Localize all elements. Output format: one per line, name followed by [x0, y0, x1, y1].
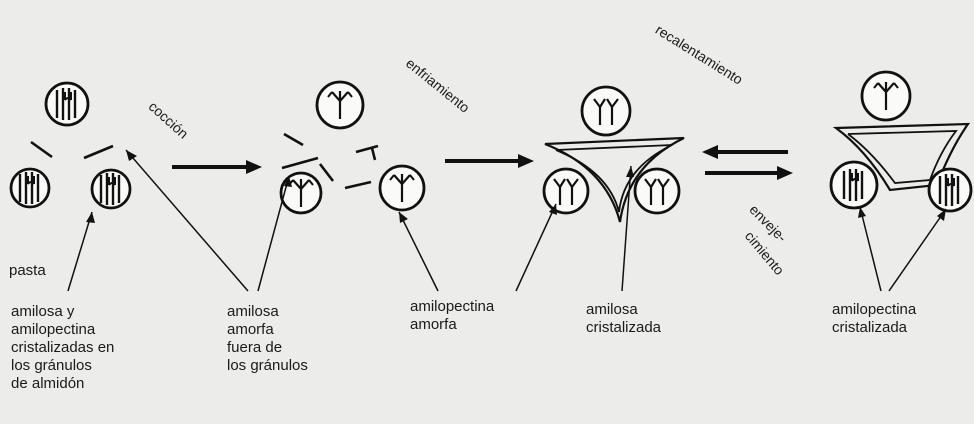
arrow-coccion — [172, 160, 262, 174]
granule-top — [46, 83, 88, 125]
amylose-strand — [284, 134, 303, 145]
granule-left — [11, 169, 49, 207]
granule-swollen-right — [380, 166, 424, 210]
stage-retrograded — [831, 72, 971, 211]
label-amilosa-amorfa: amilosa amorfa fuera de los gránulos — [227, 303, 308, 375]
granule-aged-top — [862, 72, 910, 120]
label-amilosa-amilopectina-cristalizadas: amilosa y amilopectina cristalizadas en … — [11, 303, 114, 393]
granule-cooled-left — [544, 169, 588, 213]
pointer-line — [126, 150, 248, 291]
pointer-lines — [68, 150, 946, 291]
amylose-strand — [372, 148, 375, 160]
label-line: amorfa — [227, 321, 308, 339]
stage-raw-granules — [11, 83, 130, 208]
amylose-strand — [31, 142, 52, 157]
granule-aged-left — [831, 162, 877, 208]
granule-swollen-left — [281, 173, 321, 213]
pointer-line — [860, 207, 881, 291]
pointer-line — [258, 176, 289, 291]
granule-cooled-top — [582, 87, 630, 135]
label-line: fuera de — [227, 339, 308, 357]
label-line: amorfa — [410, 316, 494, 334]
pointer-line — [516, 204, 556, 291]
amylose-strand — [320, 164, 333, 181]
arrow-envejecimiento — [705, 166, 793, 180]
label-amilopectina-amorfa: amilopectina amorfa — [410, 298, 494, 334]
stage-gelatinized — [281, 82, 424, 213]
label-line: amilopectina — [410, 298, 494, 316]
label-line: cristalizada — [832, 319, 916, 337]
pointer-line — [889, 209, 946, 291]
granule-aged-right — [929, 169, 971, 211]
amylose-strand — [84, 146, 113, 158]
label-line: amilopectina — [832, 301, 916, 319]
pointer-line — [399, 212, 438, 291]
arrow-enfriamiento — [445, 154, 534, 168]
label-line: cristalizada — [586, 319, 661, 337]
pointer-line — [68, 212, 92, 291]
arrow-recalentamiento — [702, 145, 788, 159]
label-line: los gránulos — [227, 357, 308, 375]
label-amilosa-cristalizada: amilosa cristalizada — [586, 301, 661, 337]
label-line: amilosa y — [11, 303, 114, 321]
label-pasta: pasta — [9, 262, 46, 280]
label-line: cristalizadas en — [11, 339, 114, 357]
label-line: amilosa — [586, 301, 661, 319]
label-line: amilopectina — [11, 321, 114, 339]
granule-right — [92, 170, 130, 208]
label-line: amilosa — [227, 303, 308, 321]
label-line: de almidón — [11, 375, 114, 393]
amylose-strand — [345, 182, 371, 188]
granule-cooled-right — [635, 169, 679, 213]
granule-swollen-top — [317, 82, 363, 128]
stage-cooled-gel — [544, 87, 684, 222]
amylose-strand — [282, 158, 318, 168]
label-line: los gránulos — [11, 357, 114, 375]
label-amilopectina-cristalizada: amilopectina cristalizada — [832, 301, 916, 337]
amylose-strand — [356, 146, 378, 152]
